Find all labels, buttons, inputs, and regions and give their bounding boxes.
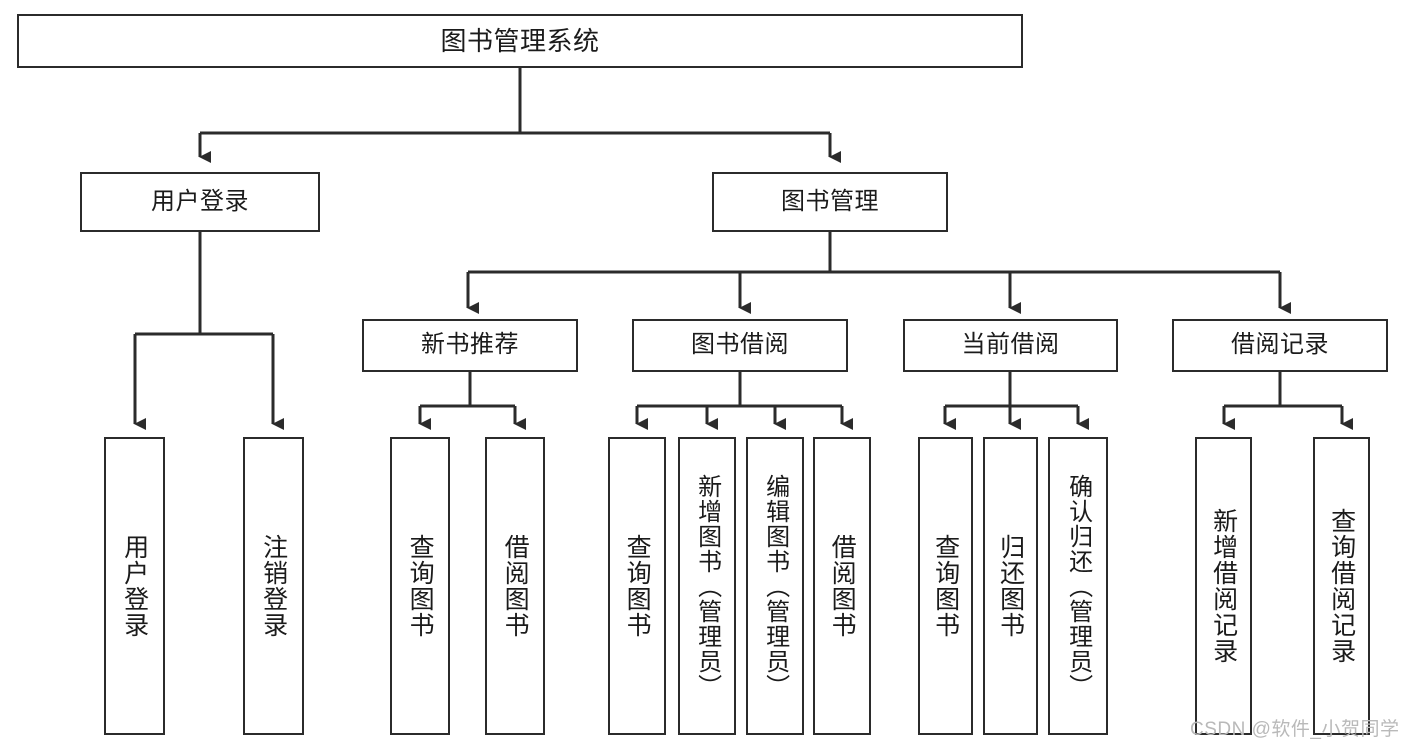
node-label: 当前借阅	[961, 331, 1060, 359]
node-user-login[interactable]: 用户登录	[80, 172, 320, 232]
node-borrow-records[interactable]: 借阅记录	[1172, 319, 1388, 372]
node-book-management[interactable]: 图书管理	[712, 172, 948, 232]
leaf-return-book[interactable]: 归还图书	[983, 437, 1038, 735]
node-label: 图书管理	[781, 187, 879, 215]
node-label: 确认归还（管理员）	[1064, 473, 1092, 699]
node-label: 归还图书	[996, 534, 1025, 638]
node-label: 查询图书	[406, 534, 435, 638]
node-label: 借阅记录	[1231, 331, 1329, 359]
node-label: 用户登录	[151, 187, 249, 215]
leaf-query-book-borrow[interactable]: 查询图书	[608, 437, 666, 735]
node-label: 新书推荐	[421, 331, 519, 359]
node-label: 图书借阅	[691, 331, 789, 359]
csdn-watermark: CSDN @软件_小贺同学	[1190, 719, 1400, 740]
leaf-confirm-return-admin[interactable]: 确认归还（管理员）	[1048, 437, 1108, 735]
leaf-borrow-book[interactable]: 借阅图书	[813, 437, 871, 735]
node-label: 查询图书	[623, 534, 652, 638]
node-label: 查询借阅记录	[1327, 508, 1356, 664]
leaf-add-book-admin[interactable]: 新增图书（管理员）	[678, 437, 736, 735]
node-label: 新增图书（管理员）	[693, 473, 721, 699]
leaf-logout[interactable]: 注销登录	[243, 437, 304, 735]
node-label: 借阅图书	[828, 534, 857, 638]
node-label: 用户登录	[120, 534, 149, 638]
node-book-borrow[interactable]: 图书借阅	[632, 319, 848, 372]
node-label: 借阅图书	[501, 534, 530, 638]
node-label: 图书管理系统	[440, 25, 600, 56]
leaf-borrow-book-new[interactable]: 借阅图书	[485, 437, 545, 735]
node-new-book-recommendation[interactable]: 新书推荐	[362, 319, 578, 372]
leaf-user-login[interactable]: 用户登录	[104, 437, 165, 735]
node-root-book-management-system[interactable]: 图书管理系统	[17, 14, 1023, 68]
leaf-query-borrow-record[interactable]: 查询借阅记录	[1313, 437, 1370, 735]
node-label: 注销登录	[259, 534, 288, 638]
leaf-query-book-new[interactable]: 查询图书	[390, 437, 450, 735]
leaf-query-book-current[interactable]: 查询图书	[918, 437, 973, 735]
node-current-borrow[interactable]: 当前借阅	[903, 319, 1118, 372]
leaf-add-borrow-record[interactable]: 新增借阅记录	[1195, 437, 1252, 735]
node-label: 编辑图书（管理员）	[761, 473, 789, 699]
node-label: 新增借阅记录	[1209, 508, 1238, 664]
node-label: 查询图书	[931, 534, 960, 638]
leaf-edit-book-admin[interactable]: 编辑图书（管理员）	[746, 437, 804, 735]
